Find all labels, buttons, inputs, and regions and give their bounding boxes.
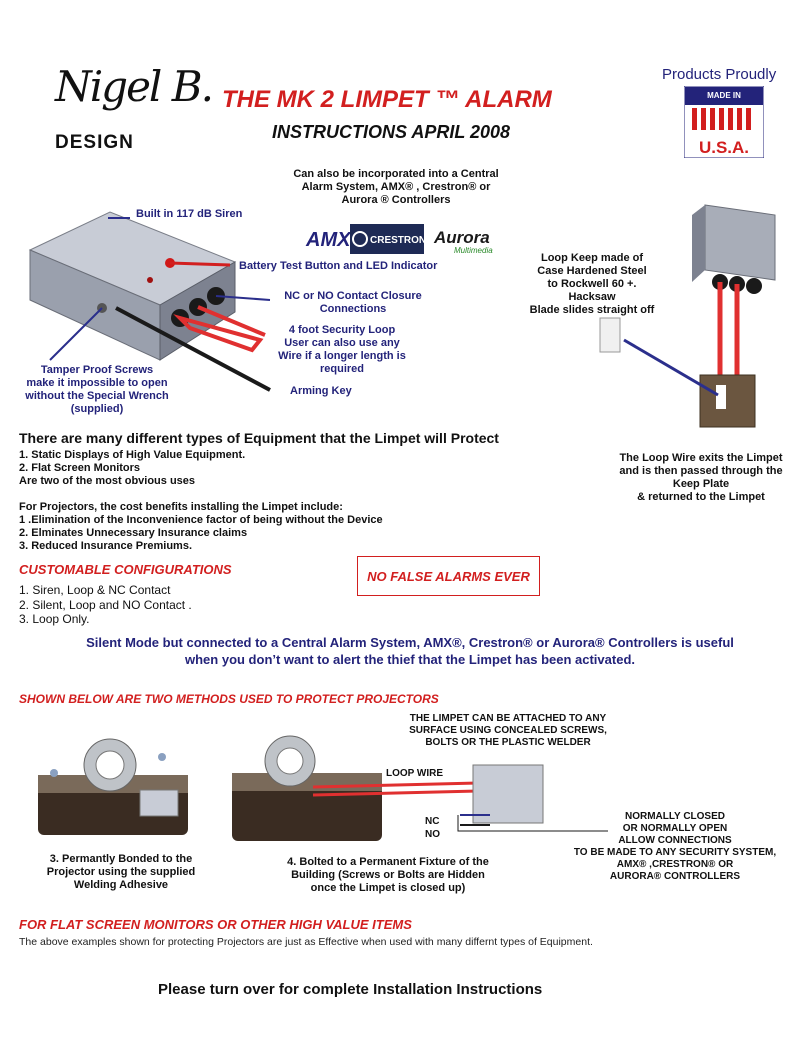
projector-bolted-illustration (232, 735, 608, 841)
methods-heading: SHOWN BELOW ARE TWO METHODS USED TO PROT… (19, 692, 439, 706)
integration-text: Can also be incorporated into a Central … (293, 168, 499, 206)
flat-screen-note: The above examples shown for protecting … (19, 936, 593, 948)
turn-over-note: Please turn over for complete Installati… (158, 981, 543, 998)
callout-battery: Battery Test Button and LED Indicator (239, 260, 438, 272)
logo-design-text: DESIGN (55, 132, 134, 153)
loop-wire-label: LOOP WIRE (386, 768, 444, 779)
crestron-logo: CRESTRON (370, 235, 426, 246)
limpet-device-illustration (28, 211, 271, 392)
made-in-text: MADE IN (707, 91, 741, 100)
callout-siren: Built in 117 dB Siren (136, 208, 243, 220)
brand-logos: AMX CRESTRON Aurora Multimedia (305, 224, 493, 255)
usa-text: U.S.A. (698, 138, 750, 157)
no-label: NO (425, 829, 440, 840)
equipment-list: 1. Static Displays of High Value Equipme… (19, 449, 246, 487)
amx-logo: AMX (305, 229, 352, 251)
nc-label: NC (425, 816, 440, 827)
made-in-usa-flag: MADE IN (684, 86, 764, 158)
projector-benefits: For Projectors, the cost benefits instal… (19, 501, 383, 552)
page-title: THE MK 2 LIMPET ™ ALARM (222, 86, 552, 113)
configs-heading: CUSTOMABLE CONFIGURATIONS (19, 562, 232, 577)
callout-arming: Arming Key (290, 385, 352, 397)
flat-screen-heading: FOR FLAT SCREEN MONITORS OR OTHER HIGH V… (19, 917, 412, 932)
logo-signature: Nigel B. (55, 62, 214, 111)
products-proudly-text: Products Proudly (662, 66, 777, 83)
page-subtitle: INSTRUCTIONS APRIL 2008 (272, 122, 511, 142)
no-false-alarms-box: NO FALSE ALARMS EVER (357, 556, 540, 596)
projector-bonded-illustration (38, 738, 188, 835)
silent-mode-text: Silent Mode but connected to a Central A… (86, 635, 734, 667)
loop-keep-illustration (599, 204, 776, 428)
equipment-heading: There are many different types of Equipm… (19, 430, 499, 446)
aurora-sub: Multimedia (454, 246, 493, 255)
aurora-logo: Aurora (433, 228, 490, 247)
